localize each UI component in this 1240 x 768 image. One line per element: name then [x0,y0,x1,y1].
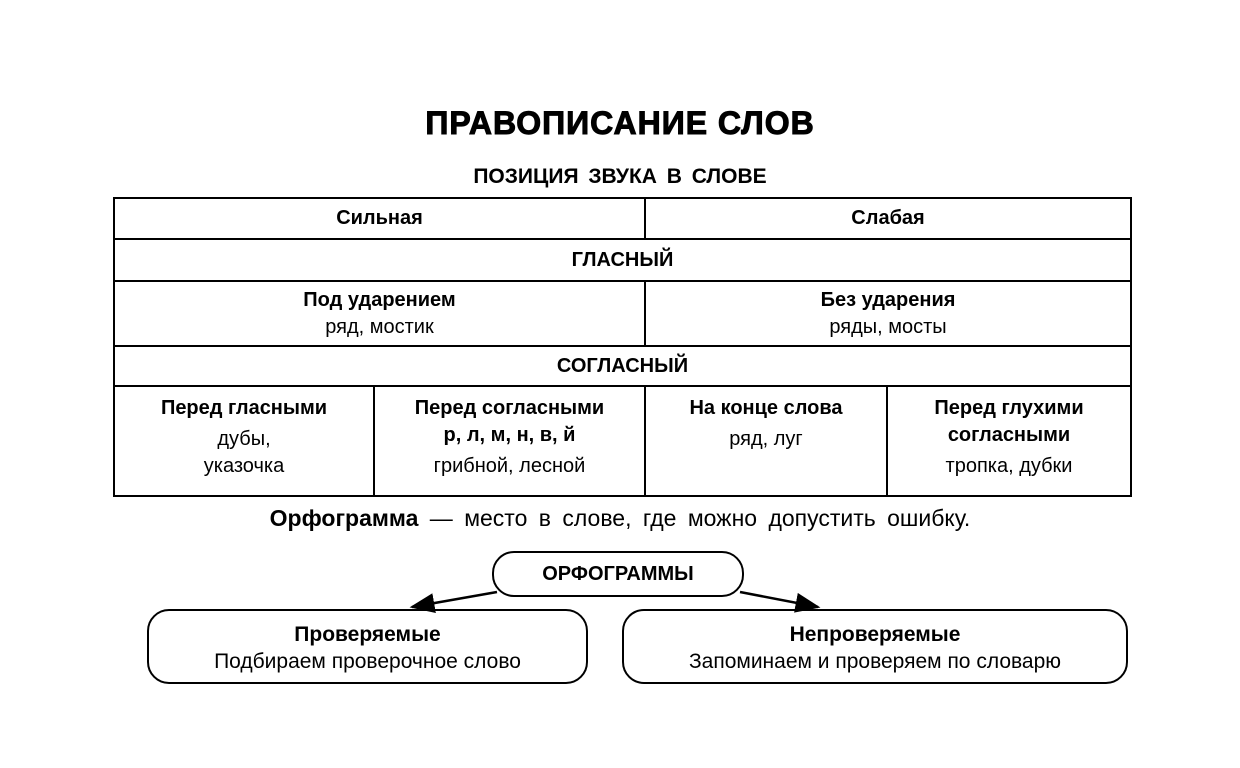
orthograms-root-box: ОРФОГРАММЫ [492,551,744,597]
header-vowel: ГЛАСНЫЙ [112,238,1133,282]
header-strong: Сильная [113,197,646,240]
header-consonant: СОГЛАСНЫЙ [112,345,1133,387]
arrow-right [739,590,821,613]
arrow-left [409,590,498,613]
header-weak: Слабая [643,197,1133,240]
page-title: ПРАВОПИСАНИЕ СЛОВ [425,105,815,142]
table-title: ПОЗИЦИЯ ЗВУКА В СЛОВЕ [473,165,767,188]
definition-text: — место в слове, где можно допустить оши… [418,505,971,531]
definition: Орфограмма — место в слове, где можно до… [0,505,1240,532]
definition-term: Орфограмма [269,505,419,531]
